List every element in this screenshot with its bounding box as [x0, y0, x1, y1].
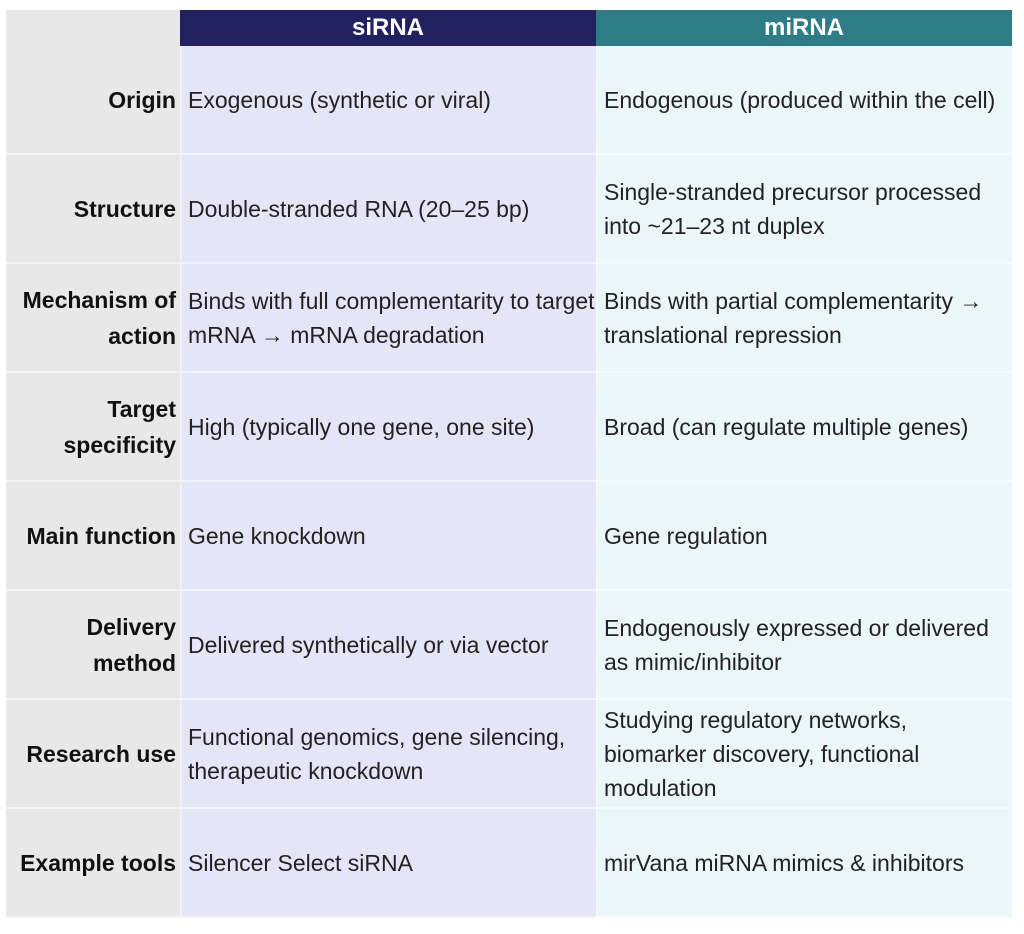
row-label: Example tools [6, 809, 180, 918]
sirna-cell: Double-stranded RNA (20–25 bp) [180, 155, 596, 264]
table-row: Structure Double-stranded RNA (20–25 bp)… [6, 155, 1012, 264]
mirna-cell: Endogenously expressed or delivered as m… [596, 591, 1012, 700]
row-label: Research use [6, 700, 180, 809]
row-label: Mechanism of action [6, 264, 180, 373]
row-label: Origin [6, 46, 180, 155]
row-label: Main function [6, 482, 180, 591]
table-row: Target specificity High (typically one g… [6, 373, 1012, 482]
sirna-cell: Functional genomics, gene silencing, the… [180, 700, 596, 809]
header-row: siRNA miRNA [6, 10, 1012, 46]
table-row: Example tools Silencer Select siRNA mirV… [6, 809, 1012, 918]
mirna-cell: Studying regulatory networks, biomarker … [596, 700, 1012, 809]
row-label: Delivery method [6, 591, 180, 700]
row-label: Structure [6, 155, 180, 264]
header-mirna: miRNA [596, 10, 1012, 46]
table-row: Main function Gene knockdown Gene regula… [6, 482, 1012, 591]
table-row: Research use Functional genomics, gene s… [6, 700, 1012, 809]
mirna-cell: Single-stranded precursor processed into… [596, 155, 1012, 264]
sirna-cell: High (typically one gene, one site) [180, 373, 596, 482]
header-corner [6, 10, 180, 46]
header-sirna: siRNA [180, 10, 596, 46]
row-label: Target specificity [6, 373, 180, 482]
mirna-cell: Endogenous (produced within the cell) [596, 46, 1012, 155]
sirna-cell: Silencer Select siRNA [180, 809, 596, 918]
mirna-cell: Broad (can regulate multiple genes) [596, 373, 1012, 482]
sirna-cell: Gene knockdown [180, 482, 596, 591]
table-row: Delivery method Delivered synthetically … [6, 591, 1012, 700]
mirna-cell: Binds with partial complementarity → tra… [596, 264, 1012, 373]
sirna-cell: Exogenous (synthetic or viral) [180, 46, 596, 155]
table-row: Mechanism of action Binds with full comp… [6, 264, 1012, 373]
sirna-cell: Binds with full complementarity to targe… [180, 264, 596, 373]
comparison-table: siRNA miRNA Origin Exogenous (synthetic … [6, 10, 1012, 918]
mirna-cell: Gene regulation [596, 482, 1012, 591]
mirna-cell: mirVana miRNA mimics & inhibitors [596, 809, 1012, 918]
table-row: Origin Exogenous (synthetic or viral) En… [6, 46, 1012, 155]
sirna-cell: Delivered synthetically or via vector [180, 591, 596, 700]
